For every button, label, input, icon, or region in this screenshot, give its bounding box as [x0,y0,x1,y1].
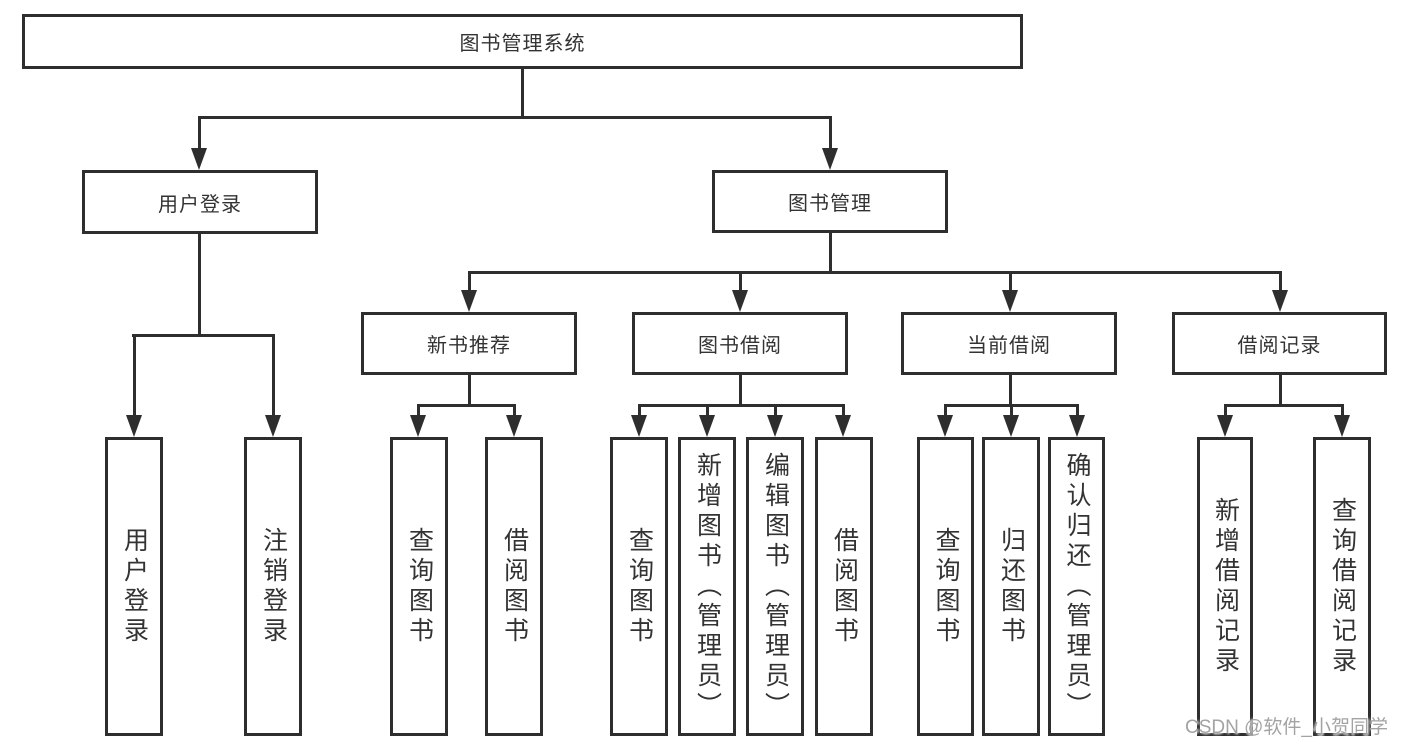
node-new-book-recommend-label: 新书推荐 [427,335,511,357]
node-current-borrow: 当前借阅 [901,312,1117,375]
connector-line [198,233,201,337]
leaf-borrow-books: 借阅图书 [815,437,873,736]
connector-line [1010,404,1013,417]
leaf-query-books-current-label: 查询图书 [932,526,960,647]
leaf-user-login: 用户登录 [105,437,163,736]
connector-line [1009,271,1012,292]
node-user-login: 用户登录 [82,170,318,234]
connector-line [198,116,201,150]
connector-line [829,232,832,274]
node-book-borrow: 图书借阅 [632,312,848,375]
leaf-borrow-books-label: 借阅图书 [830,526,859,647]
connector-line [272,334,275,416]
leaf-query-books-current: 查询图书 [917,437,974,736]
connector-line [774,404,777,417]
connector-line [1279,271,1282,292]
connector-line [706,404,709,417]
node-book-management: 图书管理 [712,170,948,233]
arrow-down-icon [506,415,522,437]
leaf-add-borrow-record: 新增借阅记录 [1197,437,1253,736]
node-borrow-records: 借阅记录 [1172,312,1387,375]
leaf-return-books-label: 归还图书 [997,526,1026,647]
node-book-borrow-label: 图书借阅 [698,335,782,357]
arrow-down-icon [1002,290,1018,312]
arrow-down-icon [1069,415,1085,437]
leaf-query-books-borrow-label: 查询图书 [625,526,654,647]
node-root-label: 图书管理系统 [459,33,586,55]
connector-line [1076,404,1079,417]
leaf-query-borrow-record: 查询借阅记录 [1313,437,1371,736]
connector-line [468,374,471,407]
connector-line [132,334,275,337]
connector-line [513,404,516,417]
leaf-user-login-label: 用户登录 [120,526,149,647]
leaf-add-borrow-record-label: 新增借阅记录 [1211,496,1240,677]
node-new-book-recommend: 新书推荐 [361,312,577,375]
arrow-down-icon [1272,290,1288,312]
connector-line [1224,404,1227,417]
arrow-down-icon [265,415,281,437]
connector-line [739,271,742,292]
arrow-down-icon [126,415,142,437]
leaf-confirm-return-admin: 确认归还（管理员） [1048,437,1105,736]
connector-line [829,116,832,150]
leaf-add-books-admin-label: 新增图书（管理员） [693,451,722,722]
connector-line [521,68,524,118]
arrow-down-icon [1334,415,1350,437]
leaf-borrow-books-recommend: 借阅图书 [485,437,543,736]
connector-line [417,404,420,417]
arrow-down-icon [937,415,953,437]
arrow-down-icon [732,290,748,312]
connector-line [638,404,845,407]
arrow-down-icon [1003,415,1019,437]
leaf-query-borrow-record-label: 查询借阅记录 [1328,496,1357,677]
node-user-login-label: 用户登录 [158,193,242,216]
leaf-add-books-admin: 新增图书（管理员） [678,437,736,736]
connector-line [417,404,516,407]
connector-line [739,374,742,407]
arrow-down-icon [191,148,207,170]
connector-line [468,271,471,292]
arrow-down-icon [835,415,851,437]
leaf-edit-books-admin-label: 编辑图书（管理员） [761,451,790,722]
connector-line [638,404,641,417]
connector-line [1009,374,1012,407]
connector-line [1341,404,1344,417]
connector-line [133,334,136,416]
connector-line [842,404,845,417]
arrow-down-icon [1217,415,1233,437]
connector-line [198,116,832,119]
leaf-confirm-return-admin-label: 确认归还（管理员） [1063,451,1091,722]
arrow-down-icon [410,415,426,437]
leaf-logout-label: 注销登录 [259,526,288,647]
connector-line [468,271,1282,274]
connector-line [1279,374,1282,407]
leaf-edit-books-admin: 编辑图书（管理员） [746,437,804,736]
leaf-return-books: 归还图书 [982,437,1040,736]
arrow-down-icon [631,415,647,437]
leaf-logout: 注销登录 [244,437,302,736]
arrow-down-icon [461,290,477,312]
node-borrow-records-label: 借阅记录 [1237,335,1322,357]
node-current-borrow-label: 当前借阅 [967,335,1051,357]
arrow-down-icon [699,415,715,437]
leaf-query-books-recommend: 查询图书 [390,437,448,736]
node-book-management-label: 图书管理 [788,193,872,215]
node-root: 图书管理系统 [22,14,1023,69]
arrow-down-icon [767,415,783,437]
connector-line [944,404,947,417]
arrow-down-icon [822,148,838,170]
leaf-query-books-recommend-label: 查询图书 [405,526,434,647]
connector-line [1224,404,1344,407]
watermark: CSDN @软件_小贺同学 [1185,717,1388,738]
leaf-borrow-books-recommend-label: 借阅图书 [500,526,529,647]
leaf-query-books-borrow: 查询图书 [610,437,668,736]
